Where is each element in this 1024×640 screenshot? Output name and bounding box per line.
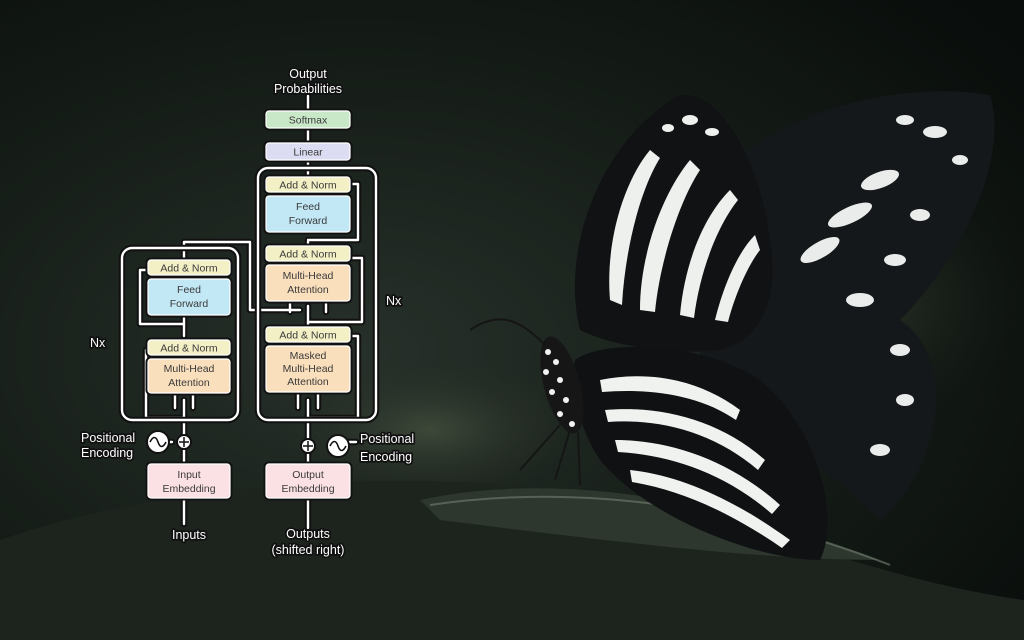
butterfly-body <box>540 336 584 434</box>
decoder-feed-forward-label-2: Forward <box>289 215 328 227</box>
encoder-multi-head-attention: Multi-Head Attention <box>145 356 233 396</box>
butterfly-legs <box>519 424 581 486</box>
encoder-add-symbol <box>176 434 192 450</box>
outputs-label-2: (shifted right) <box>272 543 345 557</box>
body-dots <box>543 349 575 427</box>
decoder-positional-label-2: Encoding <box>360 450 412 464</box>
decoder-masked-label-3: Attention <box>287 376 329 388</box>
wing-stripes <box>609 115 760 322</box>
decoder-add-symbol <box>300 438 316 454</box>
encoder-feed-forward: Feed Forward <box>145 276 233 318</box>
transformer-diagram: Softmax Linear Add & Norm Feed Forward A… <box>79 65 416 559</box>
softmax-label: Softmax <box>289 115 328 127</box>
decoder-masked-attention: Masked Multi-Head Attention <box>263 343 353 395</box>
decoder-add-norm-bottom: Add & Norm <box>263 324 353 345</box>
encoder-mha-label-2: Attention <box>168 377 210 389</box>
decoder-feed-forward-label-1: Feed <box>296 201 320 213</box>
encoder-mha-label-1: Multi-Head <box>164 363 215 375</box>
output-embedding-label-1: Output <box>292 469 324 481</box>
encoder-feed-forward-label-2: Forward <box>170 298 209 310</box>
leaf <box>0 480 1024 640</box>
decoder-nx-label: Nx <box>386 294 402 308</box>
input-embedding-label-1: Input <box>177 469 200 481</box>
linear-block: Linear <box>263 140 353 163</box>
encoder-positional-encoding-icon <box>146 430 170 454</box>
encoder-positional-label-1: Positional <box>81 431 135 445</box>
hind-wing-stripes <box>600 376 790 548</box>
decoder-positional-encoding-icon <box>326 434 350 458</box>
decoder-add-norm-mid: Add & Norm <box>263 243 353 264</box>
decoder-add-norm-top-label: Add & Norm <box>279 180 336 192</box>
encoder-nx-label: Nx <box>90 336 106 350</box>
decoder-masked-label-2: Multi-Head <box>283 363 334 375</box>
decoder-add-norm-top: Add & Norm <box>263 174 353 195</box>
encoder-add-norm-top-label: Add & Norm <box>160 263 217 275</box>
inputs-label: Inputs <box>172 528 206 542</box>
encoder-positional-label-2: Encoding <box>81 446 133 460</box>
encoder-frame <box>118 244 242 424</box>
decoder-mha-label-1: Multi-Head <box>283 270 334 282</box>
decoder-add-norm-bottom-label: Add & Norm <box>279 330 336 342</box>
decoder-mha-label-2: Attention <box>287 284 329 296</box>
input-embedding: Input Embedding <box>145 461 233 501</box>
wing-spots <box>800 115 968 456</box>
output-probabilities-label-1: Output <box>289 67 327 81</box>
input-embedding-label-2: Embedding <box>162 483 215 495</box>
decoder-masked-label-1: Masked <box>290 350 327 362</box>
linear-label: Linear <box>293 147 323 159</box>
decoder-positional-label-1: Positional <box>360 432 414 446</box>
outputs-label-1: Outputs <box>286 527 330 541</box>
output-probabilities-label-2: Probabilities <box>274 82 342 96</box>
softmax-block: Softmax <box>263 108 353 131</box>
encoder-add-norm-bottom-label: Add & Norm <box>160 343 217 355</box>
encoder-add-norm-bottom: Add & Norm <box>145 337 233 358</box>
decoder-add-norm-mid-label: Add & Norm <box>279 249 336 261</box>
decoder-frame <box>254 164 380 424</box>
output-embedding: Output Embedding <box>263 461 353 501</box>
output-embedding-label-2: Embedding <box>281 483 334 495</box>
decoder-feed-forward: Feed Forward <box>263 193 353 235</box>
encoder-feed-forward-label-1: Feed <box>177 284 201 296</box>
decoder-multi-head-attention: Multi-Head Attention <box>263 262 353 304</box>
butterfly <box>469 91 995 560</box>
encoder-add-norm-top: Add & Norm <box>145 257 233 278</box>
butterfly-antenna <box>469 318 546 346</box>
